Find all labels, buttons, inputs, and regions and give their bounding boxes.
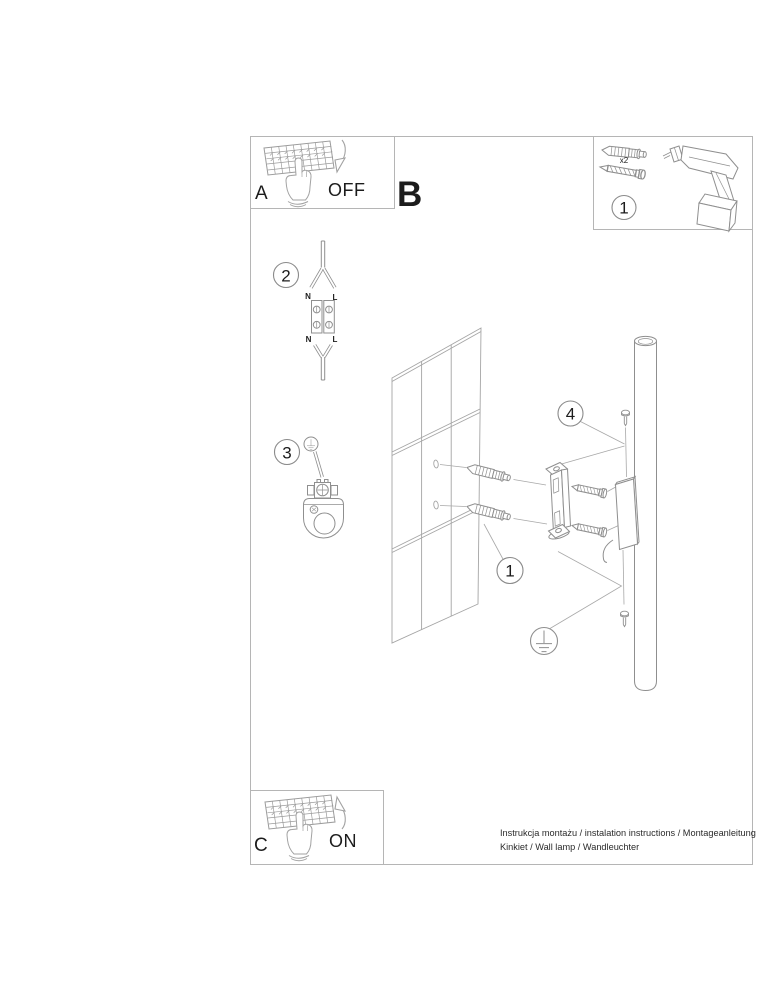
page-frame xyxy=(250,136,753,865)
ground-plate-diagram xyxy=(303,436,344,539)
footer-title-line: Instrukcja montażu / instalation instruc… xyxy=(500,828,756,838)
wall-lamp xyxy=(602,335,657,692)
mounting-screw-icon xyxy=(598,161,647,181)
plate-screw-icon xyxy=(620,610,629,628)
box-a-label: A xyxy=(255,183,268,204)
ground-symbol-icon xyxy=(303,436,319,452)
terminal-label-l: L xyxy=(332,293,338,302)
plate-screw-icon xyxy=(621,409,630,427)
wall-plug-icon xyxy=(465,462,512,484)
drill-hole xyxy=(433,500,439,510)
terminal-block xyxy=(323,300,335,334)
mounting-screw-icon xyxy=(570,520,608,538)
drill-hole xyxy=(433,459,439,469)
parts-step-number: 1 xyxy=(619,198,629,218)
lamp-tube xyxy=(634,341,657,692)
terminal-block xyxy=(311,300,323,334)
anchor-qty-label: x2 xyxy=(619,156,629,165)
power-off-box-border xyxy=(250,136,395,209)
step-number-circles xyxy=(272,194,637,585)
terminal-label-n: N xyxy=(305,292,311,301)
wiring-diagram xyxy=(309,240,337,381)
lamp-back-plate xyxy=(614,475,640,551)
mounting-bracket xyxy=(545,461,572,540)
parts-box-border xyxy=(593,136,753,230)
arrow-up-icon xyxy=(334,795,347,830)
step-3-number: 3 xyxy=(282,443,292,462)
hand-icon xyxy=(286,811,313,862)
mounting-screw-icon xyxy=(570,481,608,499)
wall-panel xyxy=(391,327,482,644)
arrow-down-icon xyxy=(334,139,347,174)
lamp-wire xyxy=(602,539,614,563)
off-label: OFF xyxy=(328,180,366,200)
canopy-hole xyxy=(313,512,336,535)
section-b-label: B xyxy=(397,175,423,214)
terminal-label-n: N xyxy=(305,335,312,344)
leader-lines xyxy=(439,420,627,629)
on-label: ON xyxy=(329,831,357,851)
footer-product-line: Kinkiet / Wall lamp / Wandleuchter xyxy=(500,842,640,852)
breaker-panel-icon xyxy=(264,794,347,862)
box-c-label: C xyxy=(254,835,268,856)
hand-icon xyxy=(285,157,312,208)
terminal-label-l: L xyxy=(332,335,338,344)
step-2-number: 2 xyxy=(281,266,291,285)
ground-symbol-icon xyxy=(529,626,559,656)
step-1-number: 1 xyxy=(505,561,515,581)
parts-box-content xyxy=(598,144,739,233)
ground-wire xyxy=(313,451,324,478)
step-4-number: 4 xyxy=(565,404,576,424)
power-on-box-border xyxy=(250,790,384,865)
wall-plug-icon xyxy=(465,501,512,523)
power-drill-icon xyxy=(662,145,739,233)
breaker-panel-icon xyxy=(263,139,347,208)
